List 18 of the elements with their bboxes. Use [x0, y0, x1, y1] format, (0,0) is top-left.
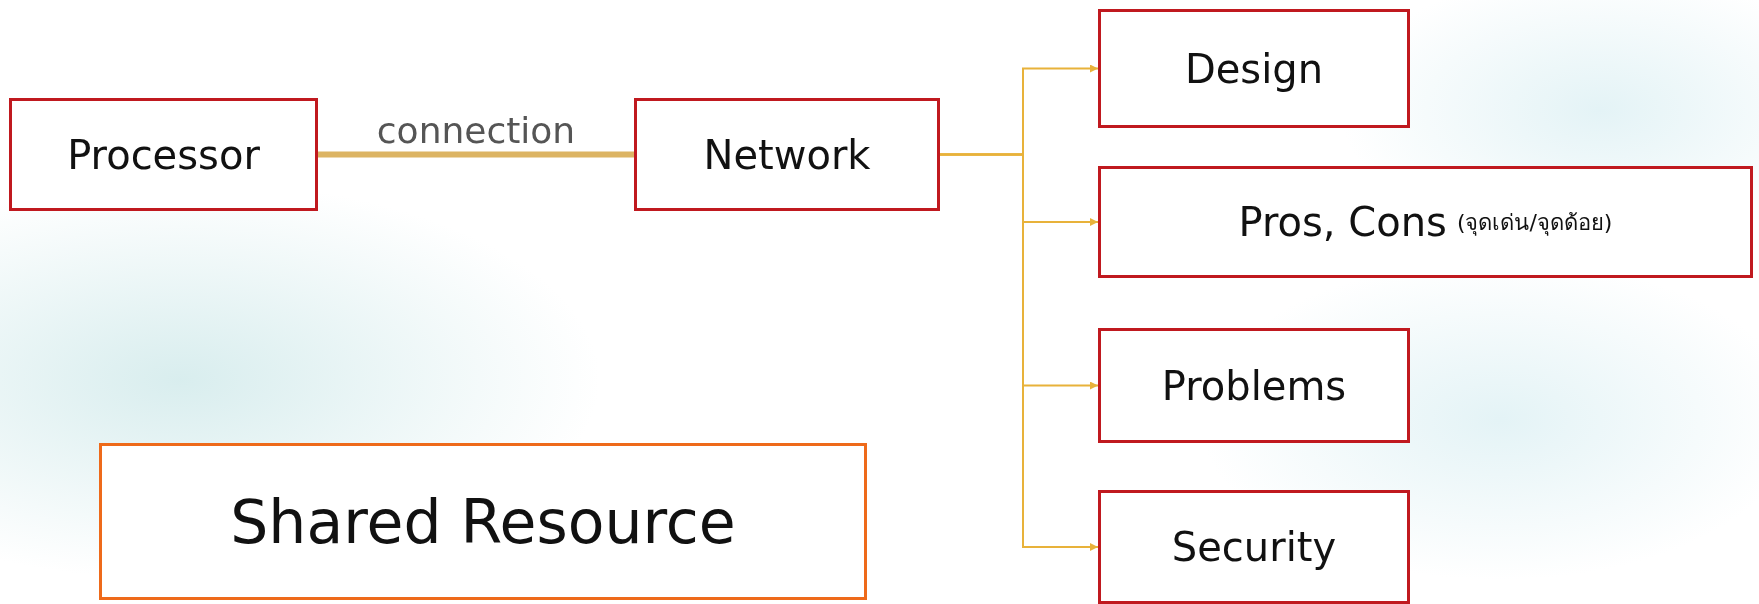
arrow — [939, 153, 1099, 551]
process-box — [634, 98, 940, 211]
process-box — [1098, 166, 1753, 278]
box-label: Network — [703, 131, 871, 178]
box-label: Shared Resource — [230, 486, 736, 557]
box-label: Design — [1184, 45, 1324, 92]
connector-line — [318, 151, 634, 158]
process-box — [99, 443, 867, 600]
process-box — [1098, 490, 1410, 604]
box-label: Processor — [67, 131, 260, 178]
box-label: Pros, Cons — [1238, 199, 1447, 245]
box-label: Problems — [1161, 362, 1347, 409]
process-box — [1098, 9, 1410, 128]
note-text: (จุดเด่น/จุดด้อย) — [1456, 208, 1613, 238]
box-label: Security — [1171, 524, 1337, 570]
edge-label: connection — [375, 109, 577, 151]
process-box — [9, 98, 318, 211]
process-box — [1098, 328, 1410, 443]
